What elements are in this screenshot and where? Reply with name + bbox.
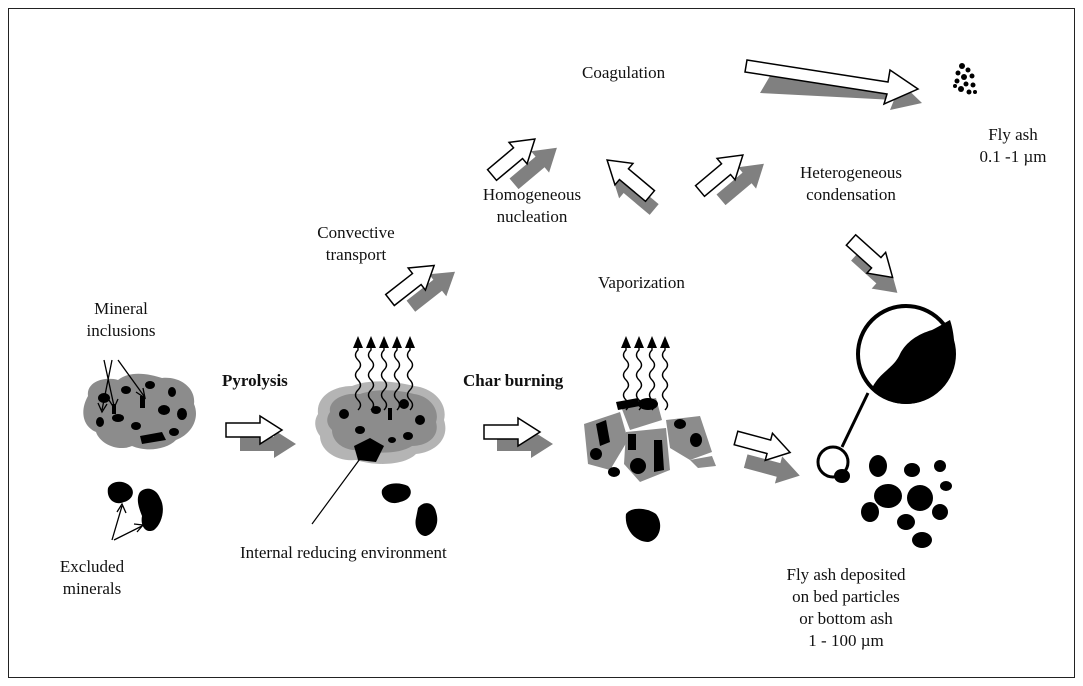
pyrolysis-arrow <box>225 415 296 458</box>
char-fragments <box>584 398 716 482</box>
label-fly-ash-fine: Fly ash 0.1 -1 µm <box>979 125 1047 166</box>
fine-fly-ash-particles <box>953 63 977 95</box>
label-coagulation: Coagulation <box>582 63 666 82</box>
reducing-environment-pointer <box>311 447 369 525</box>
label-fly-ash-deposited: Fly ash deposited on bed particles or bo… <box>786 565 906 650</box>
excluded-minerals-right <box>625 508 661 542</box>
label-mineral-inclusions: Mineral inclusions <box>86 299 156 340</box>
label-vaporization: Vaporization <box>598 273 685 292</box>
excluded-mineral-particles <box>107 481 163 532</box>
label-char-burning: Char burning <box>463 371 564 390</box>
char-burning-arrow <box>483 417 553 458</box>
label-pyrolysis: Pyrolysis <box>222 371 288 390</box>
excluded-minerals-middle <box>381 483 438 536</box>
excluded-pointer-arrows <box>111 502 145 541</box>
coagulation-arrow <box>744 59 922 110</box>
label-heterogeneous-condensation: Heterogeneous condensation <box>800 163 902 204</box>
label-homogeneous-nucleation: Homogeneous nucleation <box>482 185 582 226</box>
condensation-up-arrow <box>690 143 773 211</box>
deposition-arrow <box>731 423 804 490</box>
condensation-down-arrow <box>840 228 907 304</box>
label-internal-reducing-environment: Internal reducing environment <box>240 543 447 562</box>
label-excluded-minerals: Excluded minerals <box>59 557 125 598</box>
bed-particles <box>834 455 952 548</box>
nucleation-down-arrow <box>597 148 664 221</box>
label-convective-transport: Convective transport <box>317 223 395 264</box>
inclusion-pointer-arrows <box>97 359 146 414</box>
pyrolysis-particle <box>315 381 446 464</box>
coal-particle-with-inclusions <box>83 373 196 450</box>
magnified-particle <box>816 304 956 479</box>
